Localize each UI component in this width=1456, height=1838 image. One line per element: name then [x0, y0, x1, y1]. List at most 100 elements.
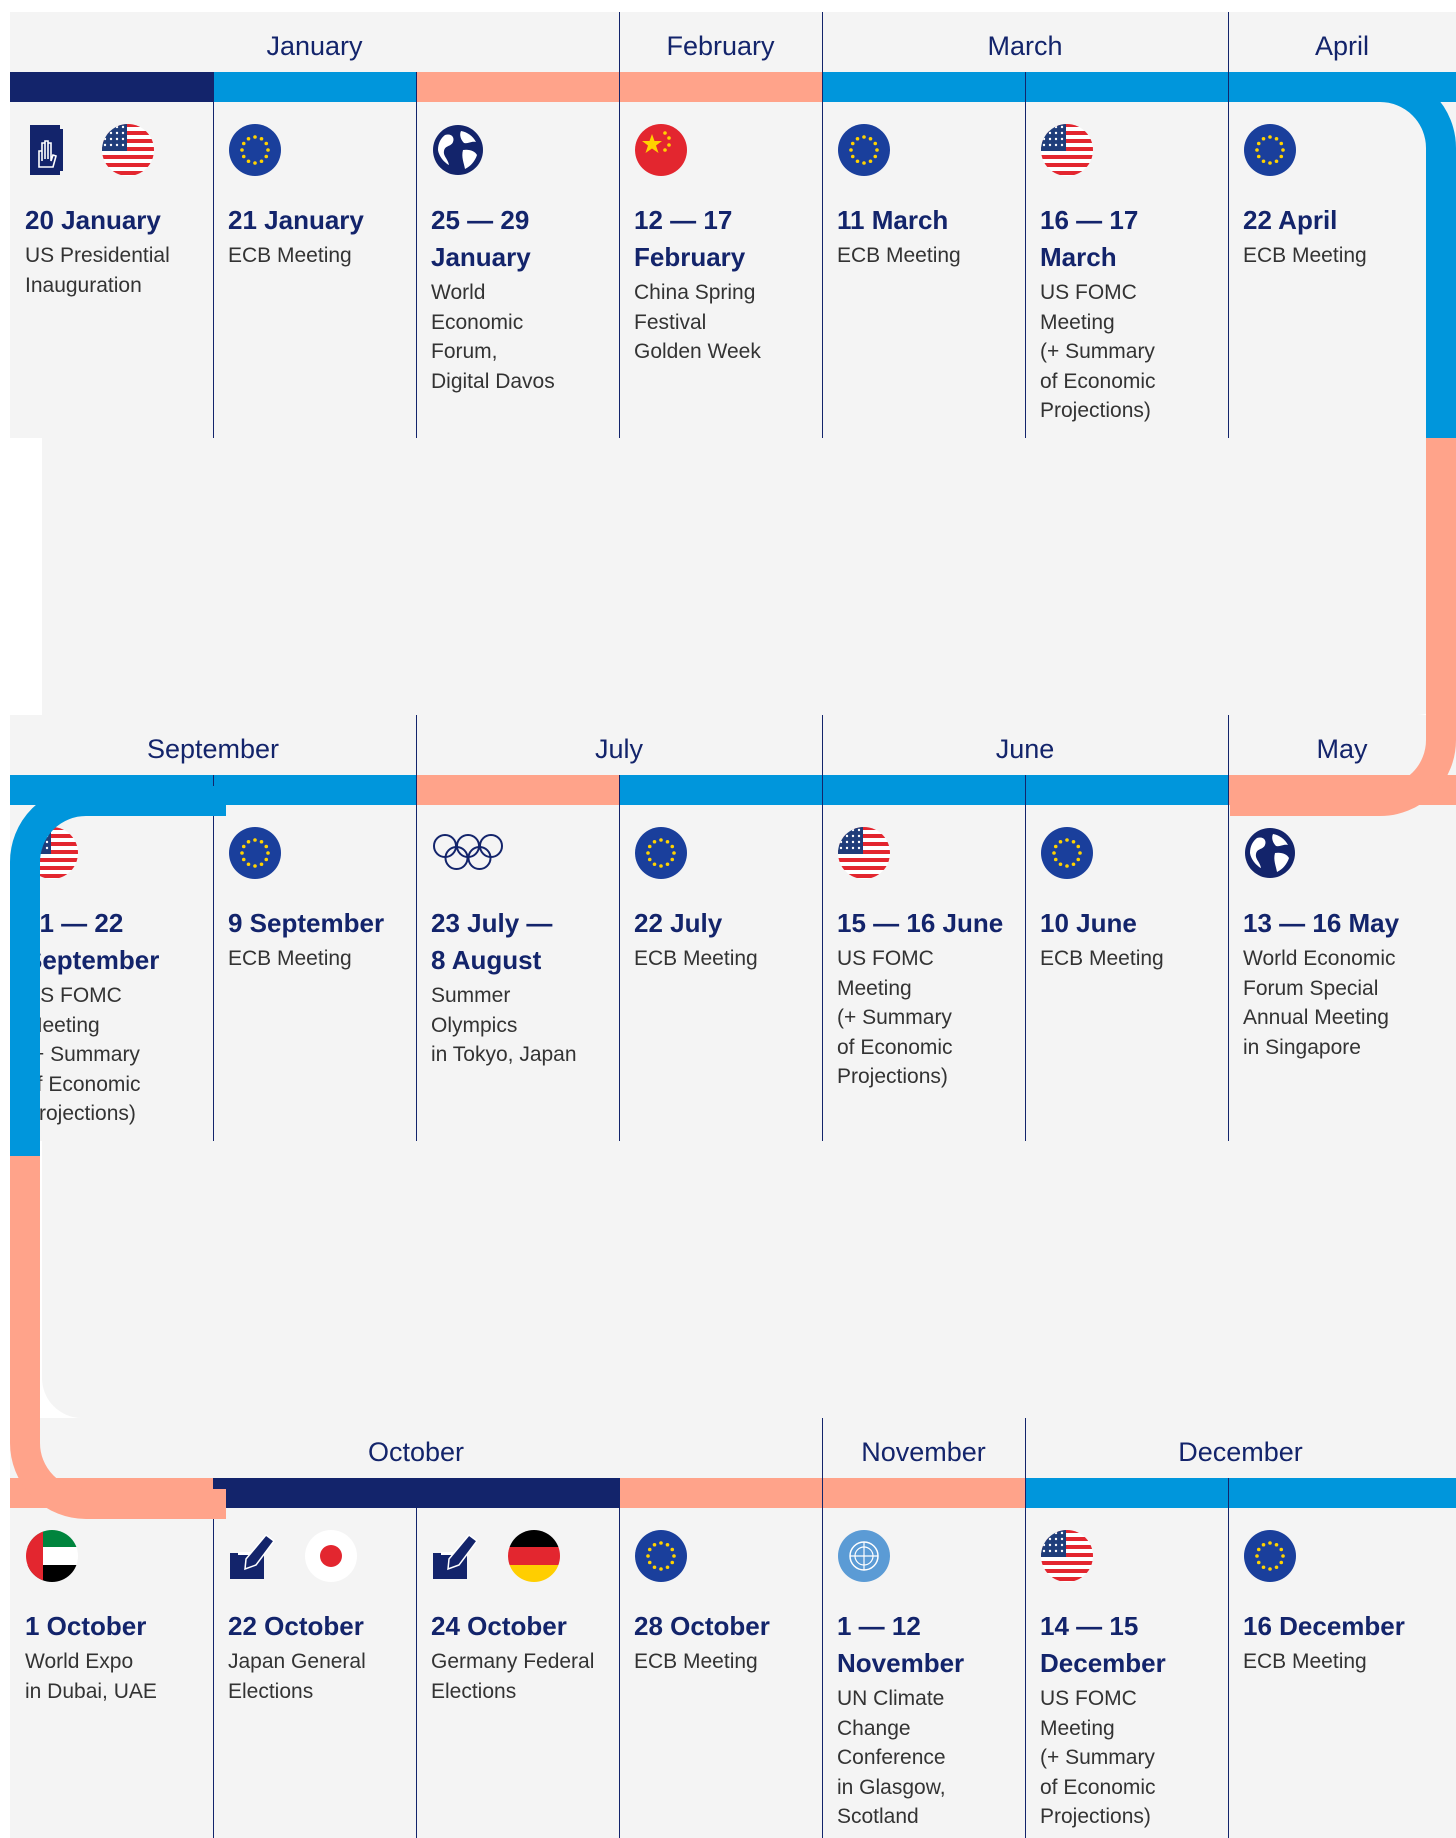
us-flag-icon [102, 124, 154, 176]
timeline-segment [1025, 72, 1228, 102]
column-divider [416, 775, 417, 1141]
ballot-icon [230, 1533, 276, 1579]
event-date: 22 October [228, 1611, 364, 1641]
event-description: US Presidential Inauguration [25, 244, 170, 297]
globe-icon [1245, 828, 1295, 878]
month-header: June [995, 734, 1055, 764]
event-description: China Spring Festival Golden Week [634, 281, 761, 363]
event-description: ECB Meeting [1243, 244, 1367, 267]
event-description: US FOMC Meeting (+ Summary of Economic P… [837, 947, 953, 1088]
column-divider [822, 775, 823, 1141]
event-date: 1 October [25, 1611, 147, 1641]
background-panel [42, 1141, 1456, 1418]
column-divider [213, 775, 214, 1141]
month-divider [822, 12, 823, 72]
timeline-segment [1025, 1478, 1228, 1508]
event-date: 16 — 17 March [1040, 205, 1139, 272]
column-divider [213, 72, 214, 438]
event-icons [1243, 120, 1421, 180]
timeline-segment [213, 775, 416, 805]
column-divider [1228, 775, 1229, 1141]
month-header: May [1316, 734, 1368, 764]
background-panel [42, 438, 1456, 715]
timeline-connector [9, 1156, 226, 1519]
month-header: October [367, 1437, 465, 1467]
eu-flag-icon [229, 827, 281, 879]
eu-flag-icon [1041, 827, 1093, 879]
event-date: 15 — 16 June [837, 908, 1004, 938]
month-header: December [1178, 1437, 1303, 1467]
event-icons [634, 120, 812, 180]
timeline-segment [1228, 1478, 1456, 1508]
event-card: 16 — 17 March US FOMC Meeting (+ Summary … [1040, 120, 1218, 426]
timeline-segment [416, 72, 619, 102]
event-icons [837, 1526, 1015, 1586]
event-description: ECB Meeting [634, 947, 758, 970]
event-date: 22 July [634, 908, 723, 938]
globe-icon [433, 125, 483, 175]
event-date: 12 — 17 February [634, 205, 746, 272]
event-description: US FOMC Meeting (+ Summary of Economic P… [1040, 281, 1156, 422]
uae-flag-icon [26, 1530, 78, 1582]
event-description: ECB Meeting [228, 947, 352, 970]
eu-flag-icon [635, 827, 687, 879]
column-divider [619, 1478, 620, 1838]
event-icons [25, 120, 203, 180]
eu-flag-icon [229, 124, 281, 176]
month-header: July [594, 734, 643, 764]
event-date: 1 — 12 November [837, 1611, 965, 1678]
month-divider [1025, 1418, 1026, 1478]
column-divider [416, 72, 417, 438]
un-flag-icon [838, 1530, 890, 1582]
month-divider [416, 715, 417, 775]
timeline-segment [416, 1478, 619, 1508]
month-divider [1228, 715, 1229, 775]
event-date: 13 — 16 May [1243, 908, 1400, 938]
eu-flag-icon [1244, 1530, 1296, 1582]
timeline-connector [9, 786, 226, 1158]
event-icons [1243, 1526, 1421, 1586]
timeline-segment [619, 775, 822, 805]
timeline-segment [10, 72, 213, 102]
eu-flag-icon [838, 124, 890, 176]
event-date: 24 October [431, 1611, 567, 1641]
event-icons [1040, 120, 1218, 180]
china-flag-icon [635, 124, 687, 176]
event-description: ECB Meeting [1243, 1650, 1367, 1673]
event-date: 28 October [634, 1611, 770, 1641]
column-divider [619, 775, 620, 1141]
event-description: World Economic Forum Special Annual Meet… [1243, 947, 1396, 1059]
event-icons [431, 120, 609, 180]
event-description: ECB Meeting [634, 1650, 758, 1673]
event-icons [25, 1526, 203, 1586]
event-date: 25 — 29 January [431, 205, 531, 272]
timeline-segment [619, 72, 822, 102]
column-divider [416, 1478, 417, 1838]
event-description: World Economic Forum, Digital Davos [431, 281, 555, 393]
event-description: Summer Olympics in Tokyo, Japan [431, 984, 577, 1066]
event-icons [634, 1526, 812, 1586]
inauguration-icon [30, 125, 63, 175]
column-divider [619, 72, 620, 438]
germany-flag-icon [508, 1530, 560, 1582]
timeline-segment [822, 1478, 1025, 1508]
event-icons [837, 120, 1015, 180]
timeline-segment [1025, 775, 1228, 805]
event-date: 22 April [1243, 205, 1338, 235]
month-divider [1228, 12, 1229, 72]
event-description: US FOMC Meeting (+ Summary of Economic P… [25, 984, 141, 1125]
